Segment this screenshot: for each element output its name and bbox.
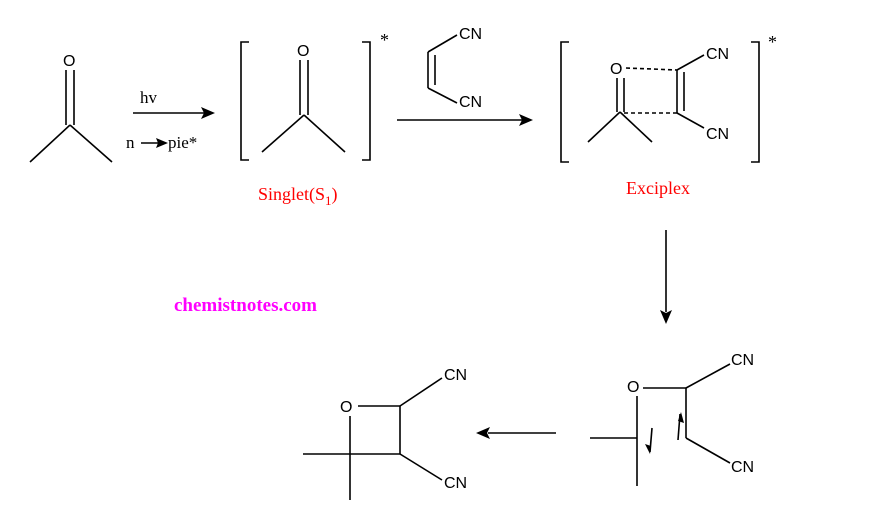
exciplex-cn-top-label: CN	[706, 46, 729, 63]
oxetane-cn-bottom-label: CN	[444, 475, 467, 492]
singlet-excited-star: *	[380, 30, 389, 50]
addition-arrow	[397, 114, 533, 126]
singlet-acetone: O *	[240, 30, 389, 161]
reagent-cn-top-label: CN	[459, 26, 482, 43]
biradical-cn-bottom-label: CN	[731, 459, 754, 476]
singlet-oxygen-label: O	[297, 43, 309, 60]
biradical-intermediate: O CN CN	[590, 352, 754, 486]
n-label: n	[126, 133, 135, 152]
singlet-label-subscript: 1	[325, 193, 332, 208]
exciplex-oxygen-label: O	[610, 61, 622, 78]
singlet-label: Singlet(S1)	[258, 184, 338, 208]
exciplex-cn-bottom-label: CN	[706, 126, 729, 143]
downward-arrow	[660, 230, 672, 324]
ring-closure-arrow	[476, 427, 556, 439]
singlet-label-close: )	[332, 184, 338, 205]
exciplex-complex: O CN CN *	[560, 32, 777, 163]
acetone-molecule: O	[29, 53, 113, 163]
oxetane-product: O CN CN	[303, 367, 467, 500]
exciplex-label: Exciplex	[626, 178, 690, 198]
pie-star-label: pie*	[168, 133, 197, 152]
singlet-label-main: Singlet(S	[258, 184, 325, 205]
maleonitrile-reagent: CN CN	[427, 26, 482, 111]
excitation-arrow: hv n pie*	[126, 88, 215, 152]
exciplex-excited-star: *	[768, 32, 777, 52]
biradical-cn-top-label: CN	[731, 352, 754, 369]
hv-label: hv	[140, 88, 158, 107]
reagent-cn-bottom-label: CN	[459, 94, 482, 111]
oxetane-oxygen-label: O	[340, 399, 352, 416]
acetone-oxygen-label: O	[63, 53, 75, 70]
biradical-oxygen-label: O	[627, 379, 639, 396]
watermark-text: chemistnotes.com	[174, 295, 317, 316]
oxetane-cn-top-label: CN	[444, 367, 467, 384]
